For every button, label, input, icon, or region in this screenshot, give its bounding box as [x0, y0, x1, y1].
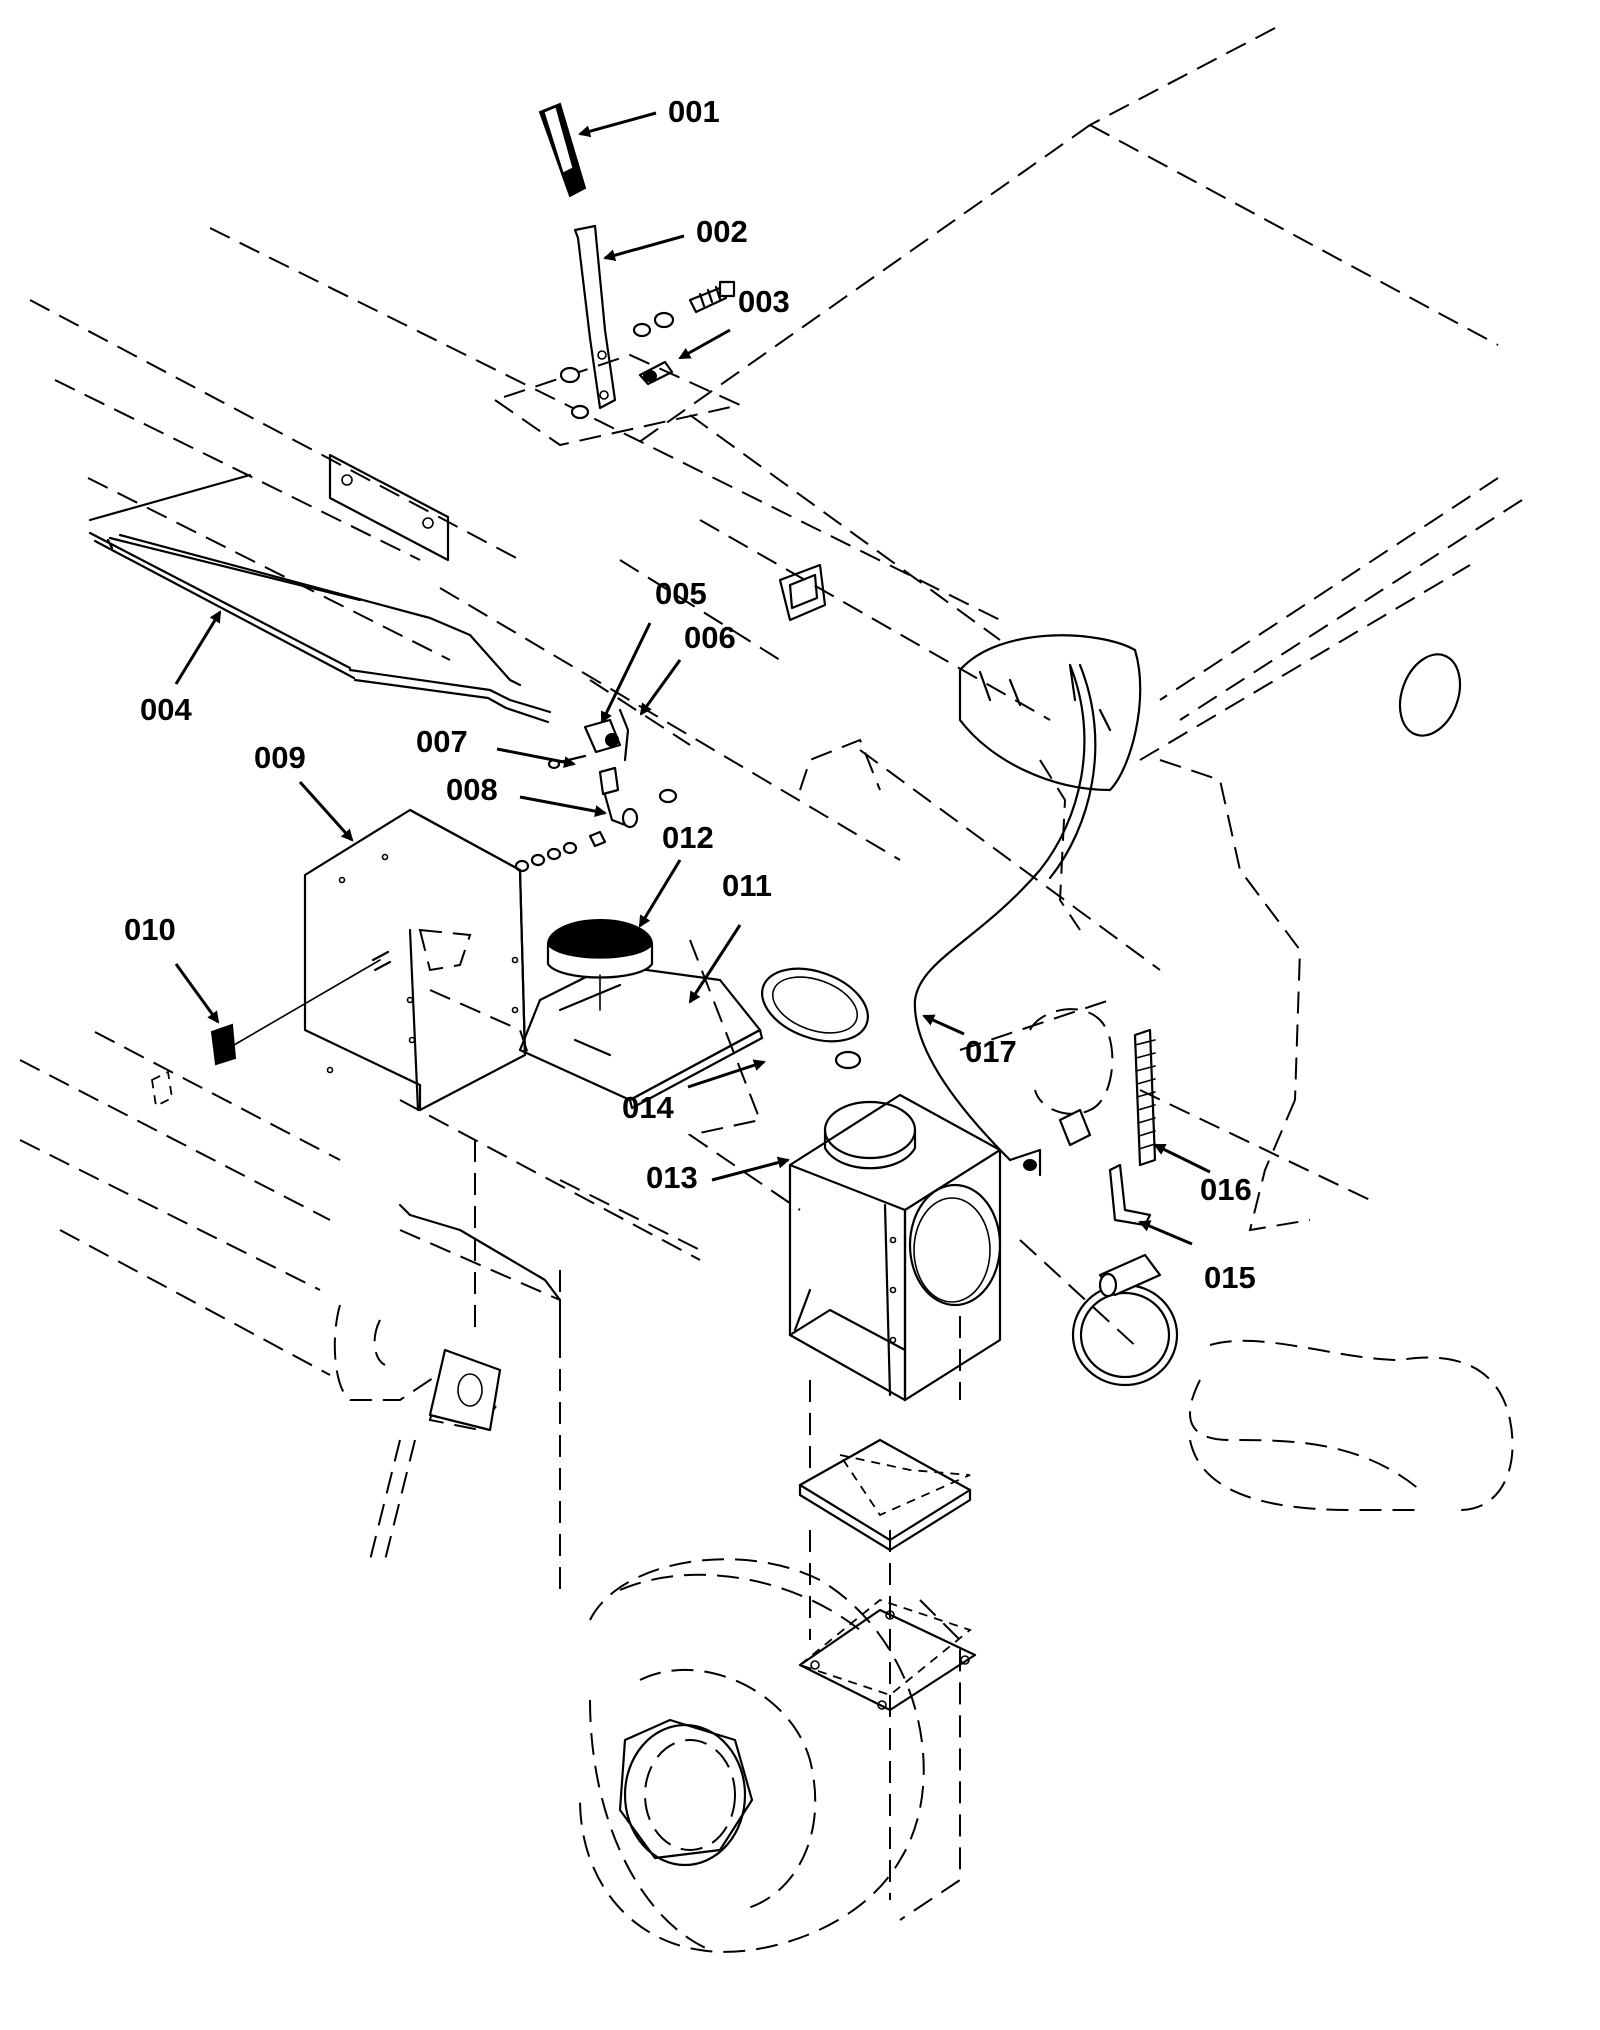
part-mount-bracket — [328, 453, 450, 562]
leader-007 — [496, 747, 576, 768]
leader-003 — [678, 328, 731, 360]
callout-003: 003 — [738, 284, 790, 319]
part-010-pad — [210, 959, 381, 1066]
callout-014: 014 — [622, 1090, 674, 1125]
callout-006: 006 — [684, 620, 736, 655]
leader-011 — [688, 924, 742, 1004]
callout-009: 009 — [254, 740, 306, 775]
part-016-spring — [1133, 1028, 1157, 1167]
callout-010: 010 — [124, 912, 176, 947]
callout-015: 015 — [1204, 1260, 1256, 1295]
leader-017 — [922, 1014, 965, 1036]
phantom-mount-squares — [151, 1070, 972, 1697]
callouts: 001 002 003 004 005 006 007 008 009 010 … — [124, 94, 1256, 1295]
leader-014 — [687, 1059, 766, 1089]
leader-013 — [711, 1156, 790, 1182]
callout-005: 005 — [655, 576, 707, 611]
leader-002 — [603, 234, 685, 262]
callout-007: 007 — [416, 724, 468, 759]
leader-006 — [639, 659, 682, 716]
part-009-side-panel — [303, 808, 527, 1112]
part-latch-cutaway — [958, 634, 1142, 792]
part-014-clamp — [760, 967, 870, 1070]
leader-016 — [1153, 1143, 1211, 1174]
callout-002: 002 — [696, 214, 748, 249]
part-pivot-lug — [398, 1203, 562, 1432]
part-017-cable — [913, 663, 1097, 1177]
leader-001 — [578, 111, 657, 138]
callout-001: 001 — [668, 94, 720, 129]
part-012-disc — [546, 919, 654, 1011]
part-005-008-linkage — [514, 708, 678, 873]
part-lower-clamp — [1071, 1253, 1179, 1387]
leader-012 — [638, 859, 682, 928]
phantom-frame-lines — [19, 27, 1523, 1953]
part-upper-bracket — [778, 563, 827, 622]
part-002-lever — [573, 224, 617, 410]
callout-012: 012 — [662, 820, 714, 855]
callout-008: 008 — [446, 772, 498, 807]
part-013-duct-housing — [788, 1093, 1002, 1402]
part-motor — [1029, 1008, 1114, 1147]
part-flange-pads — [798, 1438, 977, 1712]
part-015-bracket — [1108, 1163, 1152, 1227]
part-004-control-rod — [88, 473, 552, 724]
leader-004 — [174, 610, 222, 685]
part-fan-nut — [618, 1718, 754, 1867]
part-011-plate — [518, 963, 764, 1110]
leader-015 — [1138, 1220, 1193, 1246]
leader-008 — [519, 795, 607, 818]
part-body-hole — [1398, 653, 1462, 737]
part-001-grip — [538, 102, 587, 198]
leader-010 — [174, 963, 220, 1024]
leader-009 — [298, 780, 354, 842]
callout-017: 017 — [965, 1034, 1017, 1069]
callout-011: 011 — [722, 868, 772, 903]
leader-005 — [600, 622, 652, 724]
callout-013: 013 — [646, 1160, 698, 1195]
part-003-bolt-set — [559, 280, 736, 420]
callout-004: 004 — [140, 692, 192, 727]
callout-016: 016 — [1200, 1172, 1252, 1207]
